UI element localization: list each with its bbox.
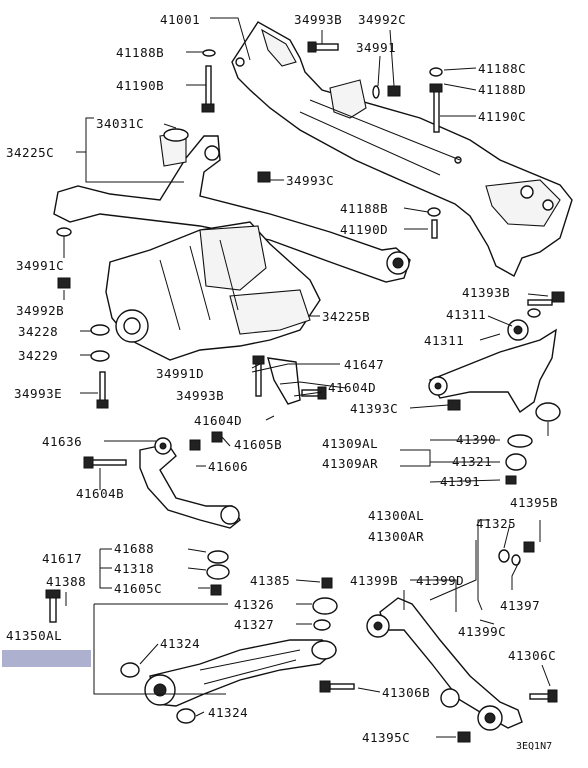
label-41388[interactable]: 41388 xyxy=(46,574,86,589)
label-41311-a[interactable]: 41311 xyxy=(446,307,486,322)
label-41190C[interactable]: 41190C xyxy=(478,109,526,124)
label-34229[interactable]: 34229 xyxy=(18,348,58,363)
label-41399D[interactable]: 41399D xyxy=(416,573,464,588)
label-41309AL[interactable]: 41309AL xyxy=(322,436,378,451)
label-41688[interactable]: 41688 xyxy=(114,541,154,556)
label-41318[interactable]: 41318 xyxy=(114,561,154,576)
lateral-arm-41636[interactable] xyxy=(139,437,241,529)
crossmember-41001[interactable] xyxy=(231,21,573,277)
label-34991D[interactable]: 34991D xyxy=(156,366,204,381)
label-41395C[interactable]: 41395C xyxy=(362,730,410,745)
diagram-code: 3EQ1N7 xyxy=(516,741,552,752)
differential-housing[interactable] xyxy=(105,221,321,361)
label-34992C[interactable]: 34992C xyxy=(358,12,406,27)
label-41324-b[interactable]: 41324 xyxy=(208,705,248,720)
label-41395B[interactable]: 41395B xyxy=(510,495,558,510)
label-41001[interactable]: 41001 xyxy=(160,12,200,27)
label-41350AL[interactable]: 41350AL xyxy=(6,628,62,643)
label-41190D[interactable]: 41190D xyxy=(340,222,388,237)
label-41188D[interactable]: 41188D xyxy=(478,82,526,97)
label-34225C[interactable]: 34225C xyxy=(6,145,54,160)
label-41606[interactable]: 41606 xyxy=(208,459,248,474)
label-34993B-2[interactable]: 34993B xyxy=(176,388,224,403)
label-34991C[interactable]: 34991C xyxy=(16,258,64,273)
label-41300AR[interactable]: 41300AR xyxy=(368,529,424,544)
label-41391[interactable]: 41391 xyxy=(440,474,480,489)
label-41385[interactable]: 41385 xyxy=(250,573,290,588)
label-41325[interactable]: 41325 xyxy=(476,516,516,531)
label-41604D-a[interactable]: 41604D xyxy=(328,380,376,395)
label-41390[interactable]: 41390 xyxy=(456,432,496,447)
label-41306C[interactable]: 41306C xyxy=(508,648,556,663)
upper-arm-41311[interactable] xyxy=(428,319,561,436)
label-41311-b[interactable]: 41311 xyxy=(424,333,464,348)
label-34993E[interactable]: 34993E xyxy=(14,386,62,401)
label-41399C[interactable]: 41399C xyxy=(458,624,506,639)
label-34228[interactable]: 34228 xyxy=(18,324,58,339)
label-41604B[interactable]: 41604B xyxy=(76,486,124,501)
label-41604D-b[interactable]: 41604D xyxy=(194,413,242,428)
label-41393B[interactable]: 41393B xyxy=(462,285,510,300)
label-41188B-2[interactable]: 41188B xyxy=(340,201,388,216)
label-41399B[interactable]: 41399B xyxy=(350,573,398,588)
label-41393C[interactable]: 41393C xyxy=(350,401,398,416)
label-41326[interactable]: 41326 xyxy=(234,597,274,612)
label-34225B[interactable]: 34225B xyxy=(322,309,370,324)
label-41188C[interactable]: 41188C xyxy=(478,61,526,76)
label-41306B[interactable]: 41306B xyxy=(382,685,430,700)
label-34993C[interactable]: 34993C xyxy=(286,173,334,188)
label-34992B[interactable]: 34992B xyxy=(16,303,64,318)
lower-arm-41350AL[interactable] xyxy=(144,639,338,707)
leader-lines xyxy=(63,17,551,738)
label-34993B[interactable]: 34993B xyxy=(294,12,342,27)
label-41397[interactable]: 41397 xyxy=(500,598,540,613)
label-41309AR[interactable]: 41309AR xyxy=(322,456,378,471)
label-34031C[interactable]: 34031C xyxy=(96,116,144,131)
label-34991[interactable]: 34991 xyxy=(356,40,396,55)
label-41647[interactable]: 41647 xyxy=(344,357,384,372)
label-41324-a[interactable]: 41324 xyxy=(160,636,200,651)
label-41321[interactable]: 41321 xyxy=(452,454,492,469)
hardware-parts xyxy=(45,41,565,743)
label-41636[interactable]: 41636 xyxy=(42,434,82,449)
toe-control-link-41300[interactable] xyxy=(366,597,523,731)
label-41188B[interactable]: 41188B xyxy=(116,45,164,60)
selected-part-highlight xyxy=(2,650,91,667)
label-41605B[interactable]: 41605B xyxy=(234,437,282,452)
label-41605C[interactable]: 41605C xyxy=(114,581,162,596)
diff-support-member-34225C[interactable] xyxy=(53,128,411,283)
label-41190B[interactable]: 41190B xyxy=(116,78,164,93)
label-41617[interactable]: 41617 xyxy=(42,551,82,566)
label-41300AL[interactable]: 41300AL xyxy=(368,508,424,523)
part-labels: 41001 34993B 34992C 41188B 34991 41188C … xyxy=(6,12,558,752)
label-41327[interactable]: 41327 xyxy=(234,617,274,632)
